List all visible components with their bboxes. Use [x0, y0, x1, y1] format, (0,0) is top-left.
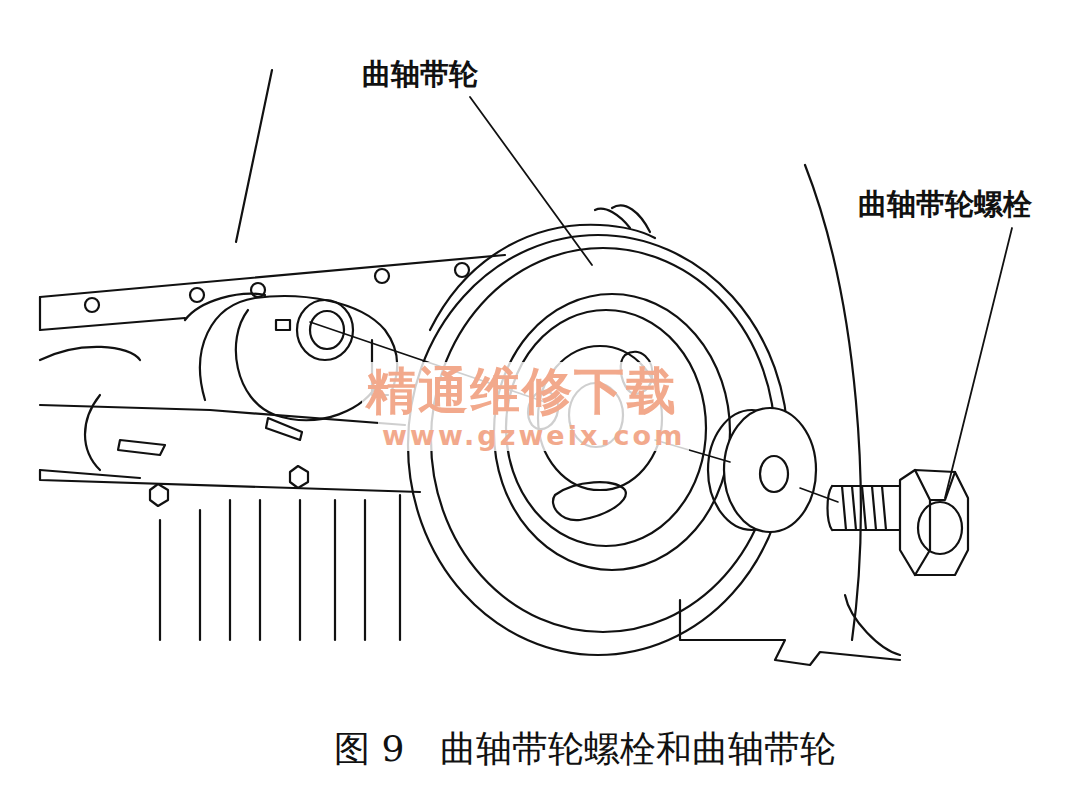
watermark: 精通维修下载: [362, 362, 682, 420]
part-label: 曲轴带轮螺栓: [858, 188, 1032, 221]
watermark-url: www.gzweix.com: [378, 420, 689, 451]
part-label: 曲轴带轮: [362, 58, 478, 91]
figure-caption: 图 9 曲轴带轮螺栓和曲轴带轮: [334, 728, 836, 769]
